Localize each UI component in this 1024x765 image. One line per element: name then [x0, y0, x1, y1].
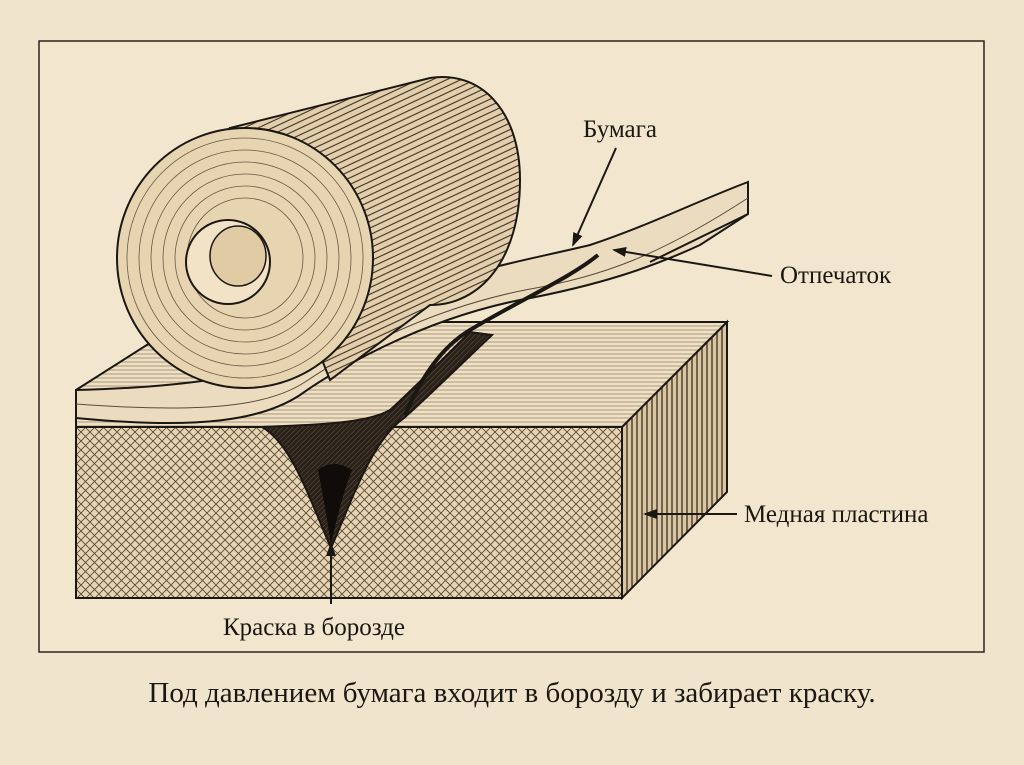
impression-arrow — [612, 247, 773, 277]
impression-line — [403, 253, 600, 416]
ink-in-groove-label: Краска в борозде — [223, 614, 405, 641]
diagram-caption: Под давлением бумага входит в борозду и … — [148, 677, 876, 709]
roller-axle-inner — [209, 225, 267, 287]
copper-plate-label: Медная пластина — [744, 501, 929, 528]
ink-groove — [258, 330, 495, 551]
impression-label: Отпечаток — [780, 262, 892, 289]
ink-groove-core — [318, 464, 352, 545]
roller-end-rings — [126, 137, 364, 379]
paper-label: Бумага — [583, 116, 657, 143]
paper-sheet-edge-2 — [649, 213, 749, 263]
paper-arrow — [572, 147, 617, 247]
